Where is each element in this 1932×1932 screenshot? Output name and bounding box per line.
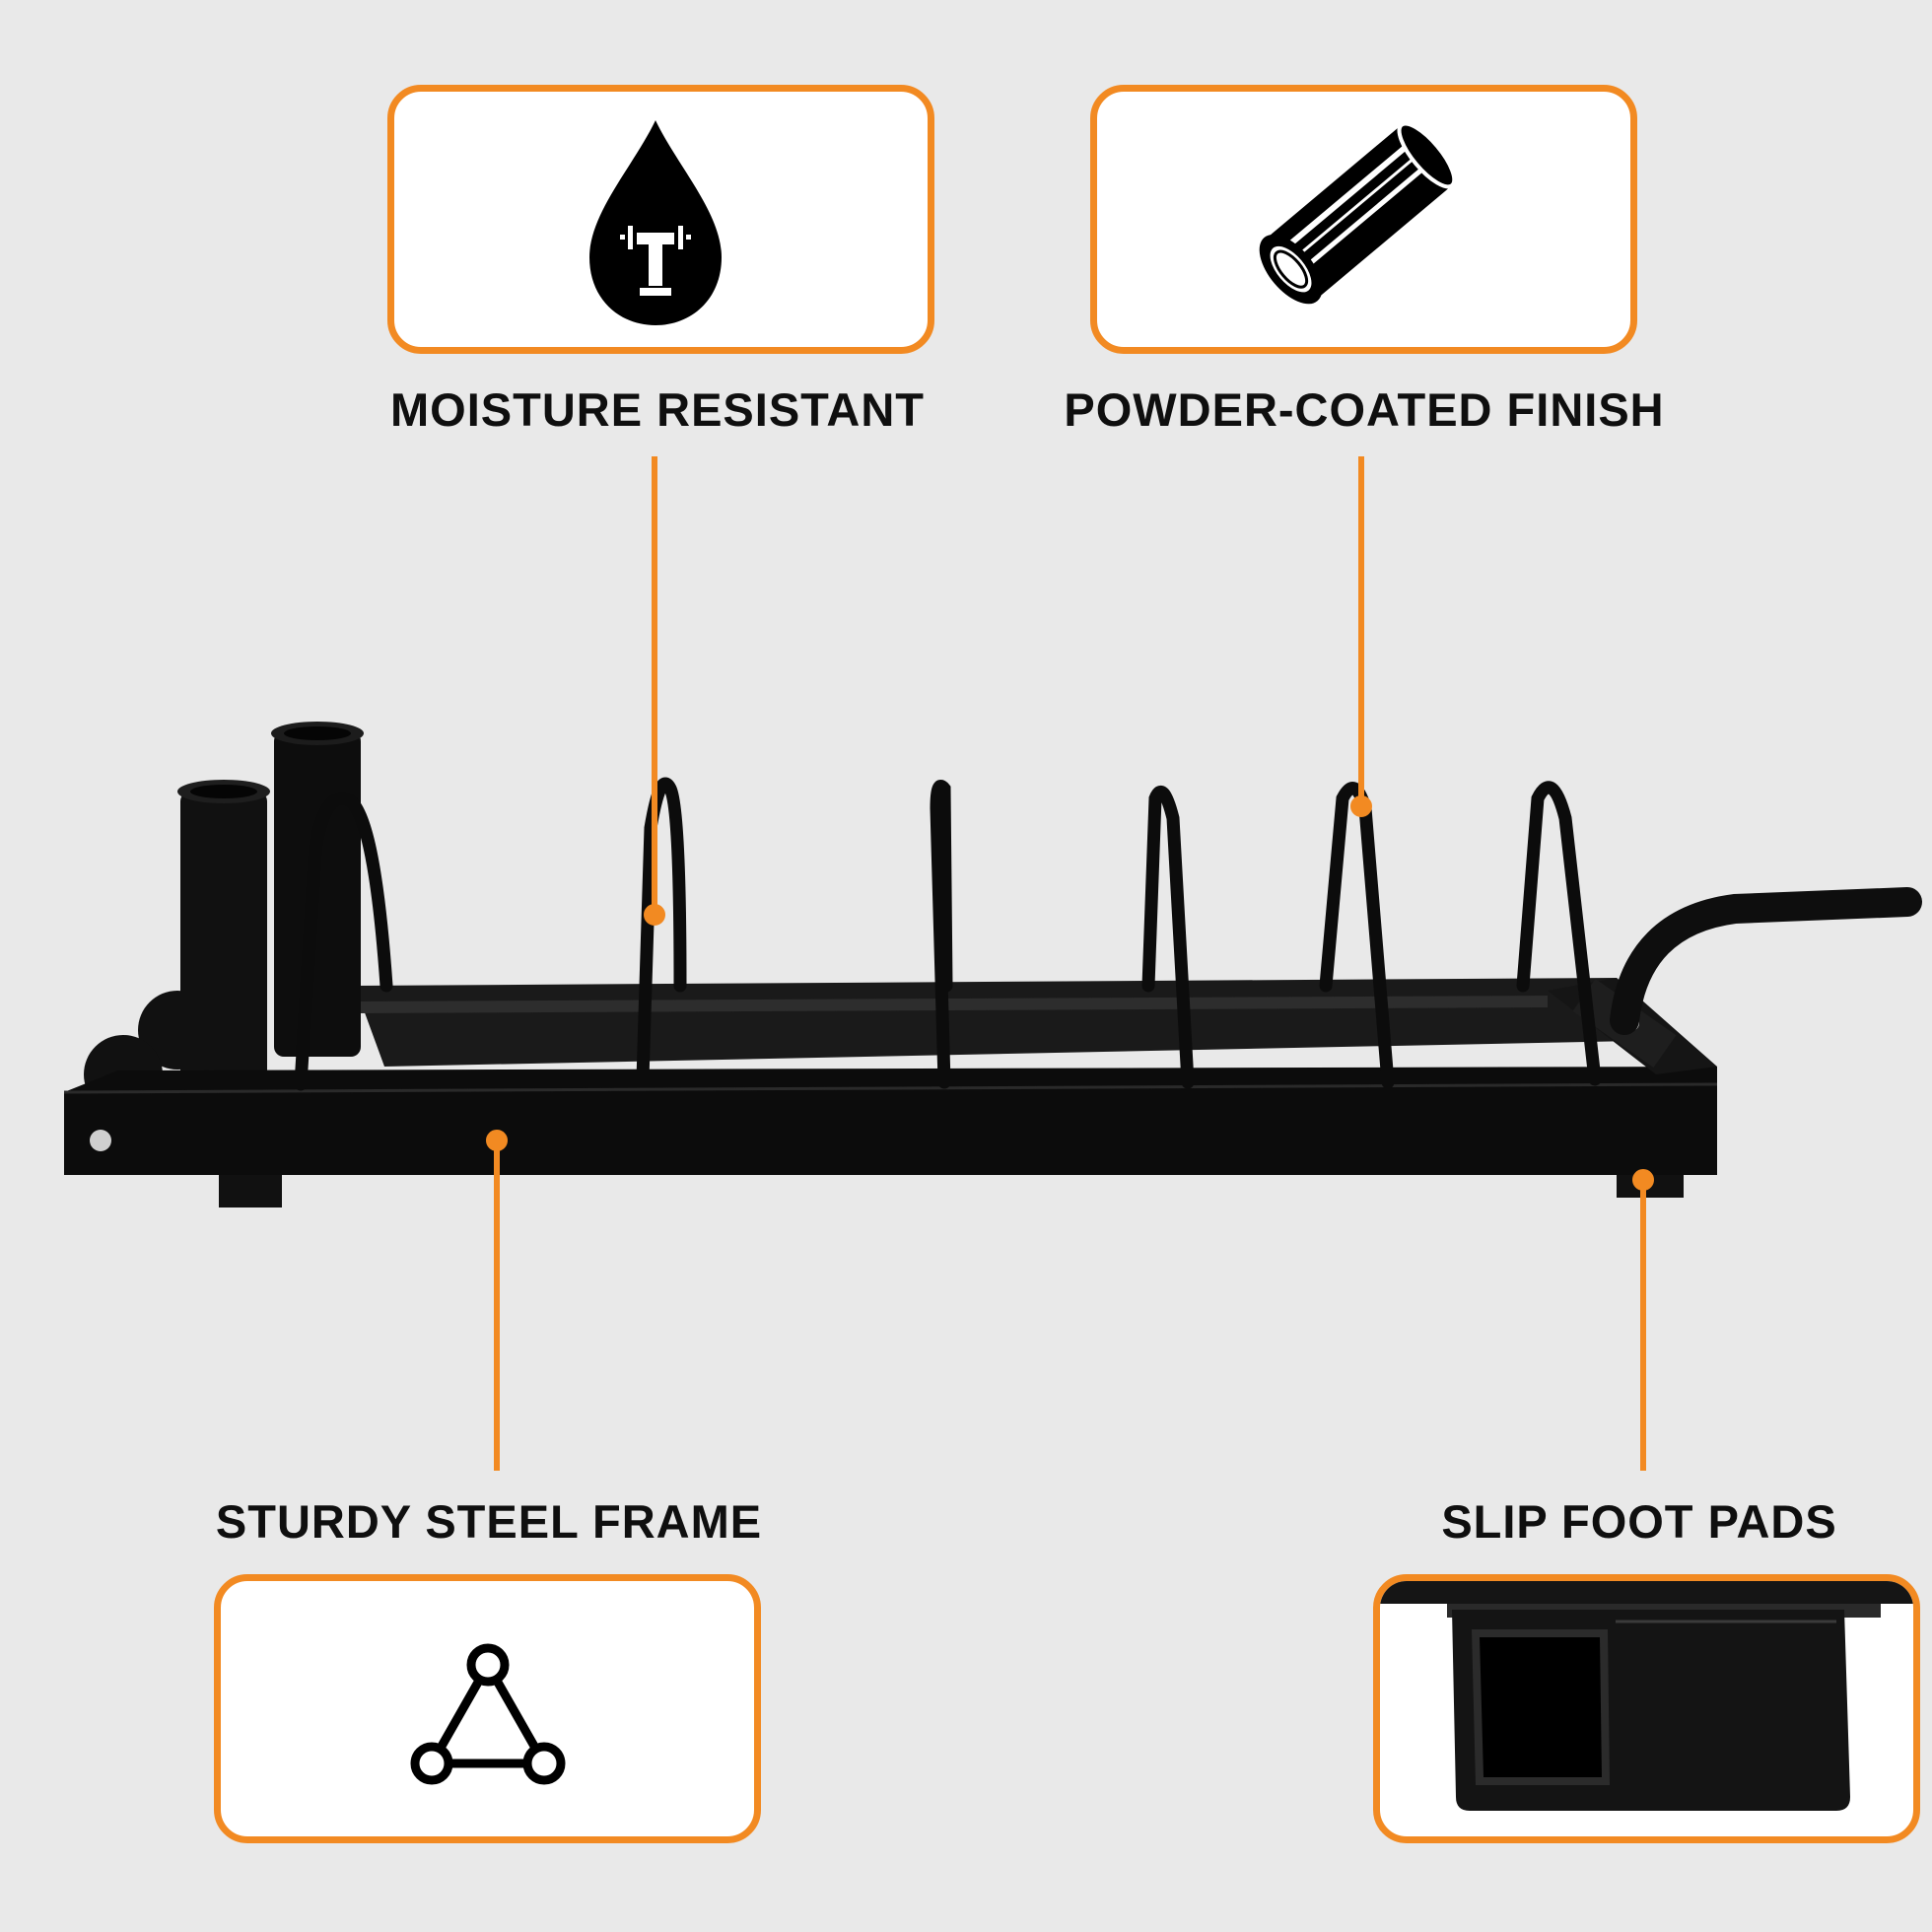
steel-tube-icon: [1259, 121, 1457, 305]
water-drop-dumbbell-icon: [589, 120, 722, 325]
label-powder-coated-finish: POWDER-COATED FINISH: [1064, 383, 1665, 436]
feature-card-powder-coated-finish: [1090, 85, 1637, 354]
plate-storage-rack: [63, 722, 1922, 1208]
label-slip-foot-pads: SLIP FOOT PADS: [1441, 1495, 1837, 1548]
callout-lines: [486, 456, 1654, 1471]
feature-card-moisture-resistant: [387, 85, 934, 354]
label-sturdy-steel-frame: STURDY STEEL FRAME: [215, 1495, 763, 1548]
triangle-frame-icon: [410, 1643, 566, 1785]
label-moisture-resistant: MOISTURE RESISTANT: [390, 383, 925, 436]
feature-card-slip-foot-pads: [1373, 1574, 1920, 1843]
square-tube-foot-icon: [1380, 1581, 1913, 1811]
feature-card-sturdy-steel-frame: [214, 1574, 761, 1843]
